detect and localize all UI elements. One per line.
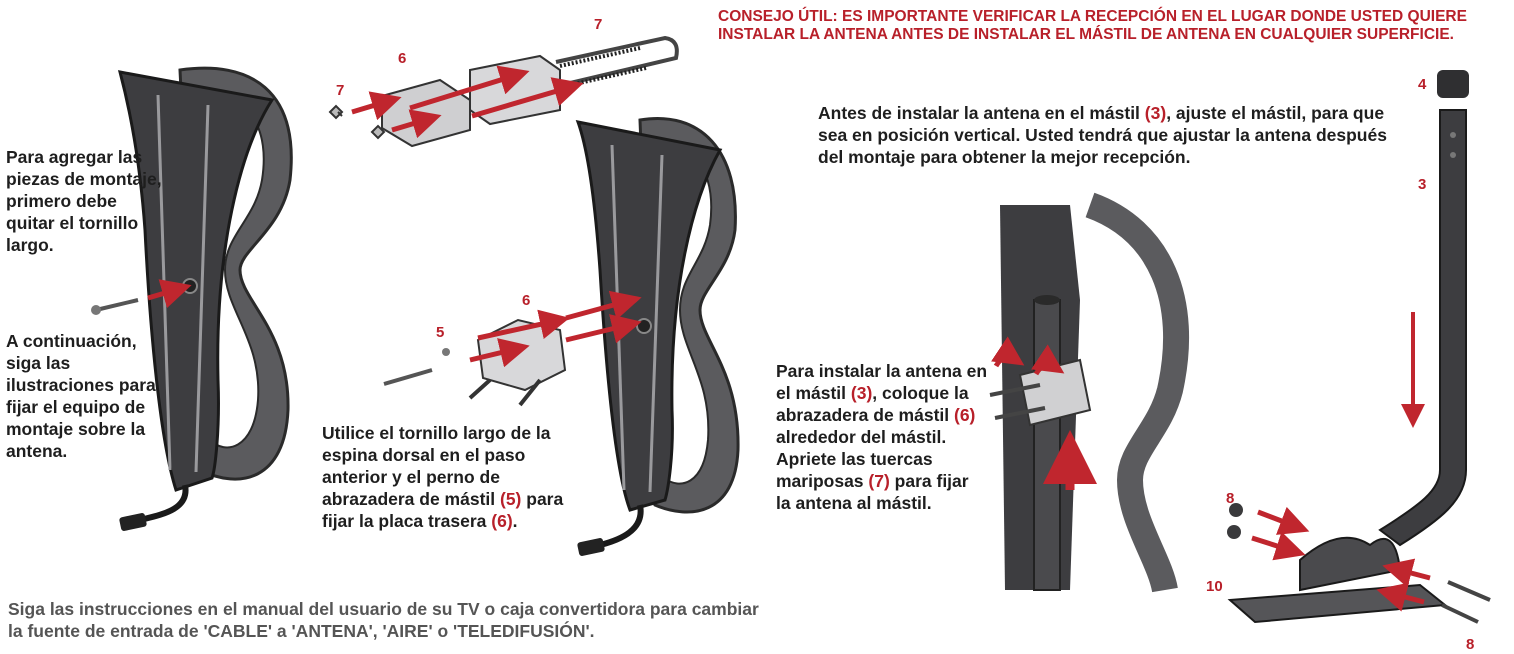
ref-3: (3) — [850, 383, 873, 403]
callout-10: 10 — [1206, 578, 1223, 595]
callout-6-middle: 6 — [522, 292, 531, 309]
install-text-b: , coloque la abrazadera de mástil — [776, 383, 969, 425]
callout-4: 4 — [1418, 76, 1427, 93]
install-text-a: Para instalar la antena en el mástil — [776, 361, 988, 403]
mast-note-b: , ajuste el mástil, para que sea en posi… — [818, 103, 1387, 167]
antenna-middle-illustration — [575, 117, 740, 556]
bracket-assembly-top — [328, 35, 679, 148]
backplate-text-b: para fijar la placa trasera — [322, 489, 564, 531]
callout-3: 3 — [1418, 176, 1427, 193]
useful-tip: CONSEJO ÚTIL: ES IMPORTANTE VERIFICAR LA… — [718, 8, 1498, 44]
mast-vertical-note: Antes de instalar la antena en el mástil… — [818, 102, 1408, 168]
bracket-assembly-middle — [383, 290, 642, 407]
install-text-c: alrededor del mástil. Apriete las tuerca… — [776, 427, 947, 491]
antenna-left-illustration — [91, 66, 293, 531]
ref-3: (3) — [1144, 103, 1167, 123]
ref-7: (7) — [868, 471, 890, 491]
callout-5-middle: 5 — [436, 324, 445, 341]
mast-illustration — [1227, 70, 1491, 624]
callout-7-left: 7 — [336, 82, 345, 99]
mast-install-instruction: Para instalar la antena en el mástil (3)… — [776, 360, 988, 514]
mast-note-a: Antes de instalar la antena en el mástil — [818, 103, 1145, 123]
backplate-text-c: . — [512, 511, 518, 531]
callout-6-top: 6 — [398, 50, 407, 67]
tip-label: CONSEJO ÚTIL: — [718, 8, 838, 25]
backplate-instruction: Utilice el tornillo largo de la espina d… — [322, 422, 592, 532]
callout-7-top: 7 — [594, 16, 603, 33]
mast-install-detail — [989, 192, 1190, 593]
ref-6: (6) — [954, 405, 976, 425]
backplate-text-a: Utilice el tornillo largo de la espina d… — [322, 423, 551, 509]
input-source-footer: Siga las instrucciones en el manual del … — [8, 599, 759, 641]
follow-illustrations-instruction: A continuación, siga las ilustraciones p… — [6, 331, 156, 461]
callout-8-bottom: 8 — [1466, 636, 1475, 653]
ref-6: (6) — [491, 511, 513, 531]
remove-screw-instruction: Para agregar las piezas de montaje, prim… — [6, 147, 162, 255]
callout-8-left: 8 — [1226, 490, 1235, 507]
ref-5: (5) — [500, 489, 522, 509]
install-text-d: para fijar la antena al mástil. — [776, 471, 969, 513]
tip-text: ES IMPORTANTE VERIFICAR LA RECEPCIÓN EN … — [718, 8, 1467, 43]
